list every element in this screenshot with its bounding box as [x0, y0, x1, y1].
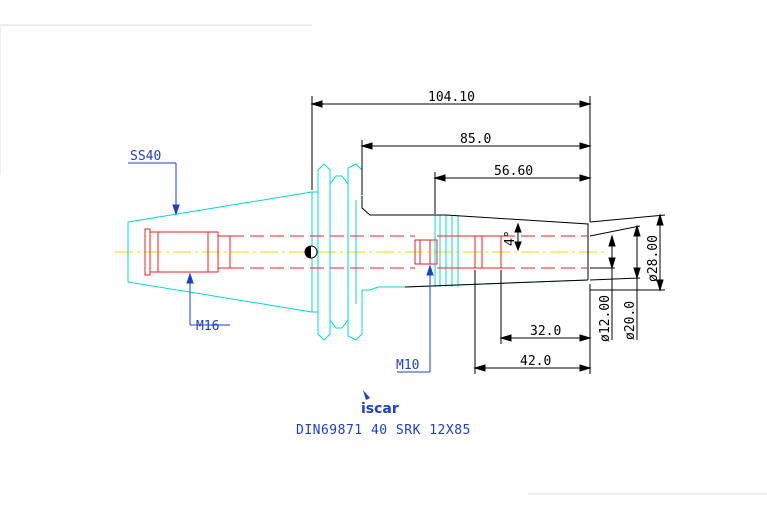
- dim-gauge-length: 85.0: [460, 132, 491, 147]
- dim-bore-dia: ø12.00: [598, 295, 613, 342]
- dim-nose-dia: ø20.0: [623, 301, 638, 340]
- dim-overall-length: 104.10: [428, 90, 475, 105]
- dim-clamp-length: 32.0: [530, 324, 561, 339]
- label-thread-right: M10: [396, 358, 419, 373]
- dim-nose-length: 56.60: [494, 164, 533, 179]
- label-thread-left: M16: [196, 319, 219, 334]
- dim-shank-length: 42.0: [520, 354, 551, 369]
- part-caption: DIN69871 40 SRK 12X85: [296, 423, 471, 438]
- leaders: [128, 162, 434, 373]
- nose-outline: [361, 196, 589, 288]
- dim-angle: 4°: [503, 230, 518, 246]
- logo: iscar: [361, 390, 399, 417]
- dimension-lines: [310, 96, 666, 374]
- reference-marker: [304, 245, 318, 259]
- sheet-border: [0, 24, 767, 495]
- logo-text: iscar: [361, 401, 399, 417]
- logo-mark-icon: [363, 390, 370, 400]
- label-taper: SS40: [130, 149, 161, 164]
- dim-outer-dia: ø28.00: [646, 235, 661, 282]
- hidden-bore: [144, 228, 588, 276]
